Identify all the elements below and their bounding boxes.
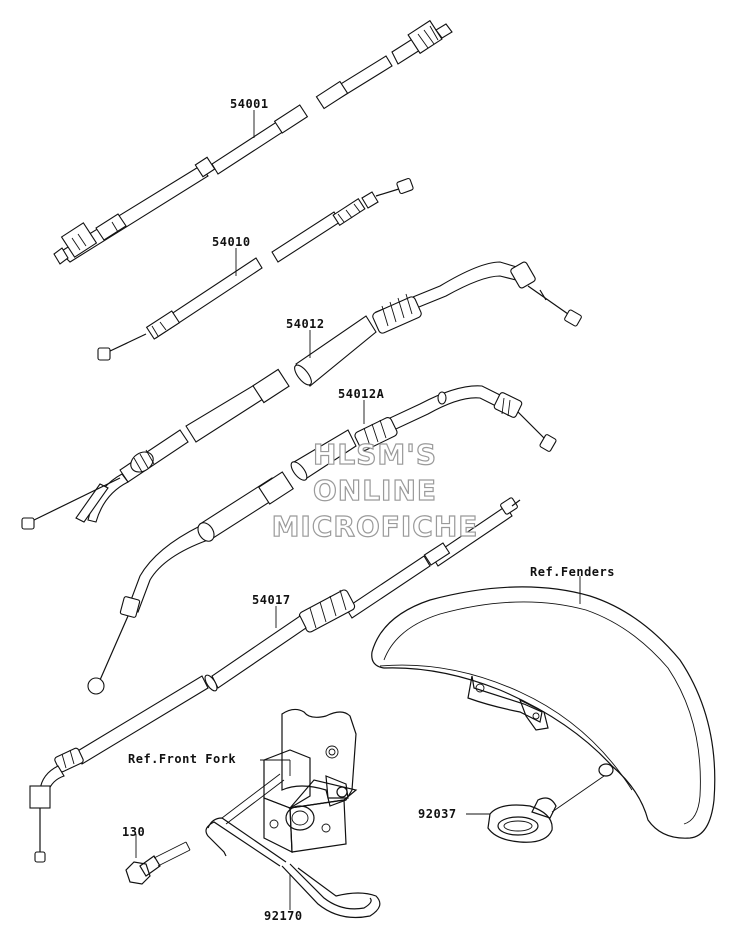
label-130[interactable]: 130 xyxy=(122,825,145,839)
label-92170[interactable]: 92170 xyxy=(264,909,303,923)
grommet-92037[interactable] xyxy=(487,797,557,843)
clamp-92170[interactable] xyxy=(205,773,381,919)
ref-front-fork-label[interactable]: Ref.Front Fork xyxy=(128,752,236,766)
label-54012A[interactable]: 54012A xyxy=(338,387,385,401)
part-labels: 54001 54010 54012 54012A 54017 Ref.Fende… xyxy=(122,97,615,923)
watermark-line3: MICROFICHE xyxy=(272,510,479,543)
label-92037[interactable]: 92037 xyxy=(418,807,457,821)
cable-54012A[interactable] xyxy=(87,385,557,695)
ref-fenders-label[interactable]: Ref.Fenders xyxy=(530,565,615,579)
cable-54012[interactable] xyxy=(21,261,582,530)
cable-54010[interactable] xyxy=(97,177,414,361)
cable-54017[interactable] xyxy=(29,497,521,863)
label-54012[interactable]: 54012 xyxy=(286,317,325,331)
leader-lines xyxy=(135,110,605,910)
cable-54001[interactable] xyxy=(53,19,453,265)
watermark-line2: ONLINE xyxy=(313,474,437,507)
label-54001[interactable]: 54001 xyxy=(230,97,269,111)
bolt-130[interactable] xyxy=(125,841,191,885)
watermark: HLSM'S ONLINE MICROFICHE xyxy=(271,437,479,543)
fender xyxy=(371,586,716,839)
front-fork-bracket xyxy=(263,708,358,853)
label-54017[interactable]: 54017 xyxy=(252,593,291,607)
label-54010[interactable]: 54010 xyxy=(212,235,251,249)
watermark-line1: HLSM'S xyxy=(313,438,437,471)
